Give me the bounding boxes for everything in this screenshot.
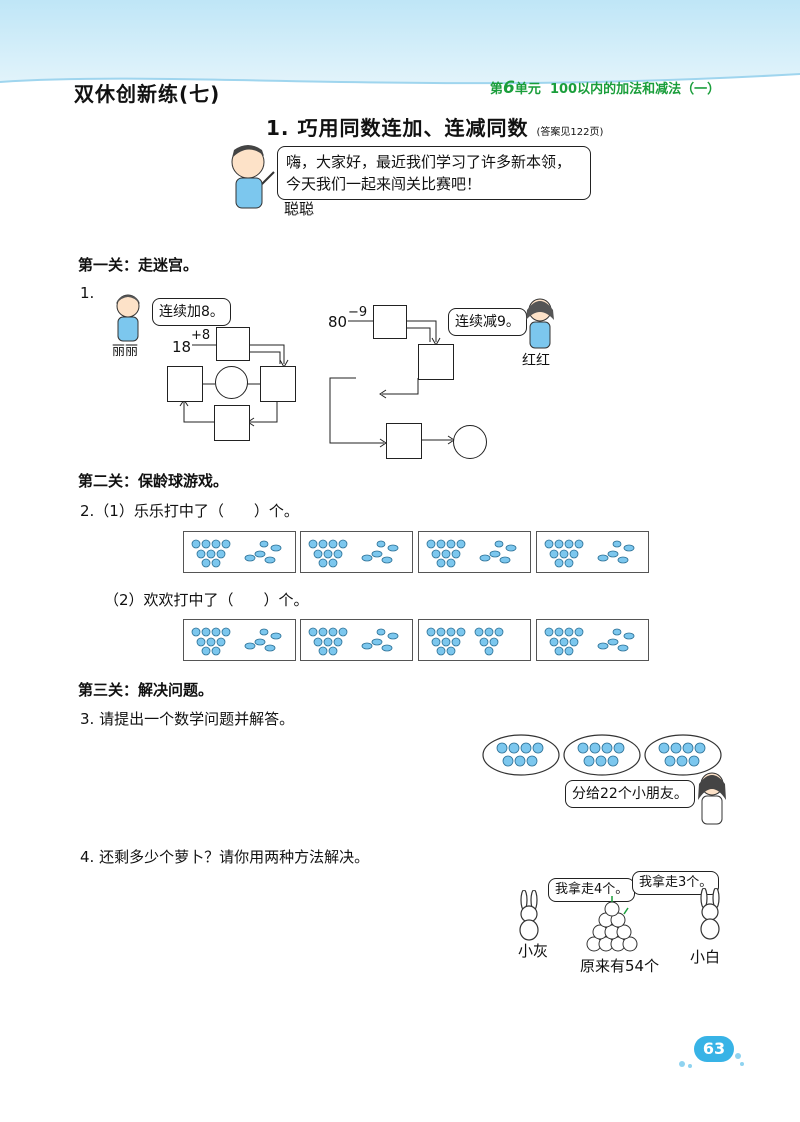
level2-title: 第二关：保龄球游戏。 <box>78 472 229 490</box>
maze-right-box2[interactable] <box>418 344 454 380</box>
bowling-row-1 <box>183 531 653 575</box>
header-wave <box>0 73 800 100</box>
q4-text: 4. 还剩多少个萝卜？请你用两种方法解决。 <box>80 848 370 866</box>
bowling-pins-icon <box>191 539 282 568</box>
unit-suffix: 单元 <box>514 82 541 97</box>
answer-reference: (答案见122页) <box>536 127 604 138</box>
bowling-pins-icon <box>308 627 399 656</box>
rabbit-white-name: 小白 <box>690 948 721 966</box>
rabbit-gray-name: 小灰 <box>518 942 549 960</box>
bowling-pins-icon <box>426 627 504 656</box>
honghong-illustration <box>526 298 554 349</box>
unit-number: 6 <box>503 78 515 98</box>
bowling-pins-icon <box>544 627 635 656</box>
q2-part2: （2）欢欢打中了（ ）个。 <box>104 591 309 609</box>
unit-prefix: 第 <box>490 82 504 97</box>
q3-text: 3. 请提出一个数学问题并解答。 <box>80 710 295 728</box>
bowling-pins-icon <box>426 539 517 568</box>
q1-number: 1. <box>80 284 95 302</box>
honghong-name: 红红 <box>522 353 550 369</box>
level1-title: 第一关：走迷宫。 <box>78 256 199 274</box>
maze-right-box1[interactable] <box>373 305 407 339</box>
apple-plates-illustration <box>482 734 722 776</box>
bowling-pins-icon <box>308 539 399 568</box>
bowling-frame <box>300 531 413 573</box>
maze-right-start: 80 <box>328 313 348 331</box>
level3-title: 第三关：解决问题。 <box>78 681 214 699</box>
bowling-frame <box>300 619 413 661</box>
rabbit-gray-icon <box>519 890 539 941</box>
maze-left-op: +8 <box>191 328 211 343</box>
bowling-frame <box>183 531 296 573</box>
lili-name: 丽丽 <box>112 344 139 359</box>
intro-speech-line1: 嗨，大家好，最近我们学习了许多新本领， <box>286 153 572 171</box>
maze-left-box2[interactable] <box>260 366 296 402</box>
bowling-row-2 <box>183 619 653 663</box>
header-band <box>0 0 800 86</box>
unit-topic: 100以内的加法和减法（一） <box>549 82 721 97</box>
bowling-frame <box>536 531 649 573</box>
maze-right-box3[interactable] <box>386 423 422 459</box>
bowling-pins-icon <box>544 539 635 568</box>
section-title: 1. 巧用同数连加、连减同数 (答案见122页) <box>266 112 603 141</box>
honghong-speech: 连续减9。 <box>448 308 527 336</box>
radish-pile-icon <box>586 896 638 952</box>
bowling-pins-icon <box>191 627 282 656</box>
girl-illustration <box>698 772 726 825</box>
bowling-frame <box>418 531 531 573</box>
radish-pile-label: 原来有54个 <box>580 957 660 975</box>
maze-left-start: 18 <box>172 338 192 356</box>
boy-illustration <box>231 145 275 209</box>
maze-right-spacer <box>356 377 390 389</box>
q2-part1: 2.（1）乐乐打中了（ ）个。 <box>80 502 299 520</box>
q4-speech-left: 我拿走4个。 <box>548 878 636 902</box>
bubbles-decoration-icon <box>679 1053 744 1068</box>
maze-left-box3[interactable] <box>214 405 250 441</box>
unit-label: 第6单元 100以内的加法和减法（一） <box>490 78 720 98</box>
maze-left-box1[interactable] <box>216 327 250 361</box>
intro-speech-line2: 今天我们一起来闯关比赛吧！ <box>286 175 482 193</box>
maze-right-end-circle <box>453 425 487 459</box>
rabbit-white-icon <box>700 888 720 940</box>
bowling-frame <box>183 619 296 661</box>
lili-speech: 连续加8。 <box>152 298 231 326</box>
speaker-name: 聪聪 <box>284 200 315 218</box>
q3-speech: 分给22个小朋友。 <box>565 780 695 808</box>
maze-left-center-circle <box>215 366 248 399</box>
section-title-text: 1. 巧用同数连加、连减同数 <box>266 116 529 140</box>
bowling-frame <box>536 619 649 661</box>
page-number: 63 <box>694 1036 734 1062</box>
maze-right-op: −9 <box>348 305 368 320</box>
maze-left-box4[interactable] <box>167 366 203 402</box>
lili-illustration <box>116 294 140 342</box>
bowling-frame <box>418 619 531 661</box>
intro-speech-bubble: 嗨，大家好，最近我们学习了许多新本领， 今天我们一起来闯关比赛吧！ <box>277 146 591 200</box>
q4-speech-right: 我拿走3个。 <box>632 871 720 895</box>
exercise-title: 双休创新练(七) <box>74 82 221 106</box>
